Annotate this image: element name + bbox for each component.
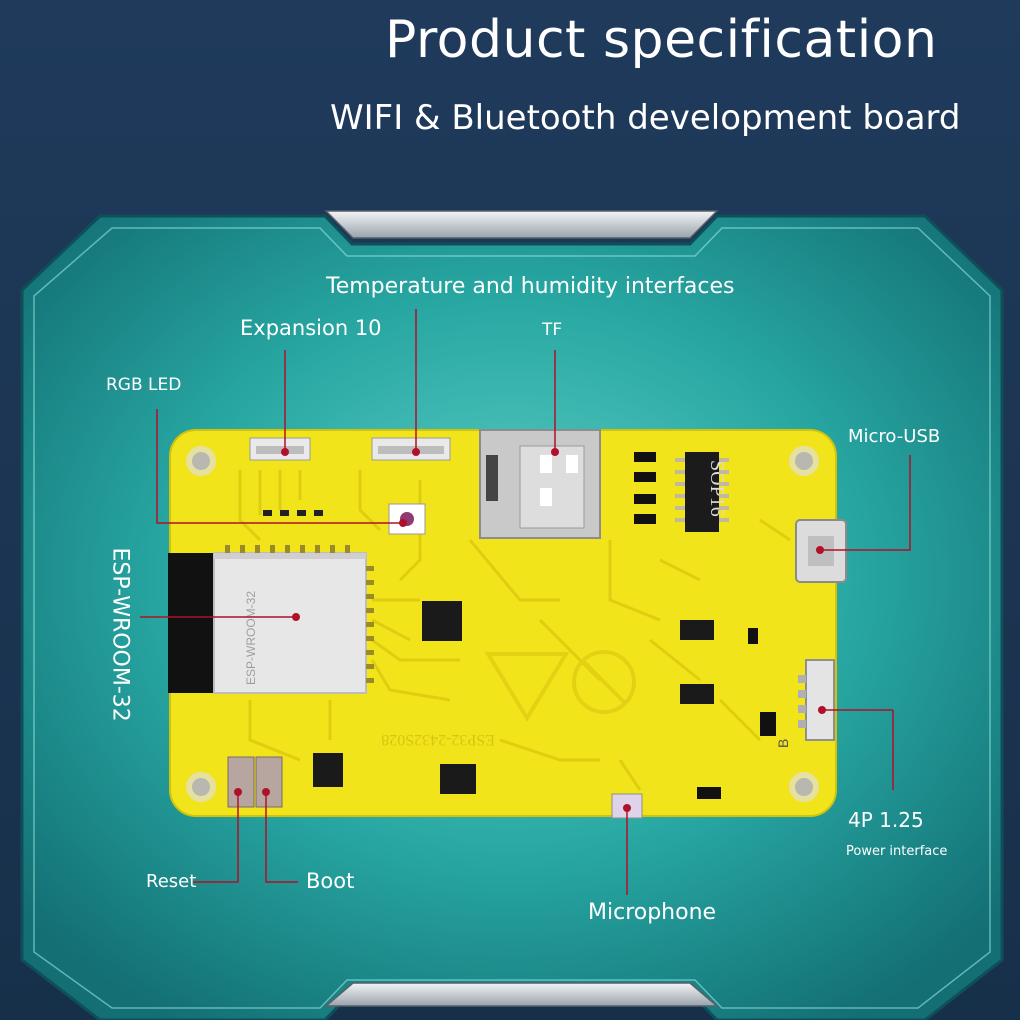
label-reset: Reset — [146, 871, 197, 892]
label-power-interface: Power interface — [846, 844, 948, 859]
page-title: Product specification — [385, 10, 938, 70]
tf-card-slot — [479, 429, 601, 539]
esp-module-shield — [213, 552, 367, 694]
label-esp-module: ESP-WROOM-32 — [107, 547, 133, 722]
label-expansion: Expansion 10 — [240, 316, 382, 340]
temp-humidity-connector — [371, 437, 451, 461]
reset-button-body — [227, 756, 255, 808]
module-silkscreen-text: ESP-WROOM-32 — [244, 591, 258, 685]
expansion-connector — [249, 437, 311, 461]
label-microphone: Microphone — [588, 900, 717, 925]
bottom-tab — [323, 982, 720, 1007]
label-boot: Boot — [306, 869, 355, 893]
label-tf: TF — [542, 320, 563, 340]
label-temp-humidity: Temperature and humidity interfaces — [326, 274, 735, 299]
board-silkscreen: ESP32-2432S028 — [381, 731, 495, 748]
chip-label: SOP16 — [706, 460, 728, 517]
marker-b: B — [775, 739, 791, 748]
sop16-chip — [685, 452, 719, 532]
boot-button-body — [255, 756, 283, 808]
top-tab — [324, 210, 719, 239]
label-micro-usb: Micro-USB — [848, 426, 941, 447]
label-rgb-led: RGB LED — [106, 375, 182, 395]
label-4p-connector: 4P 1.25 — [848, 808, 924, 832]
center-ic — [422, 601, 462, 641]
page-subtitle: WIFI & Bluetooth development board — [330, 98, 961, 138]
power-connector — [805, 659, 835, 741]
